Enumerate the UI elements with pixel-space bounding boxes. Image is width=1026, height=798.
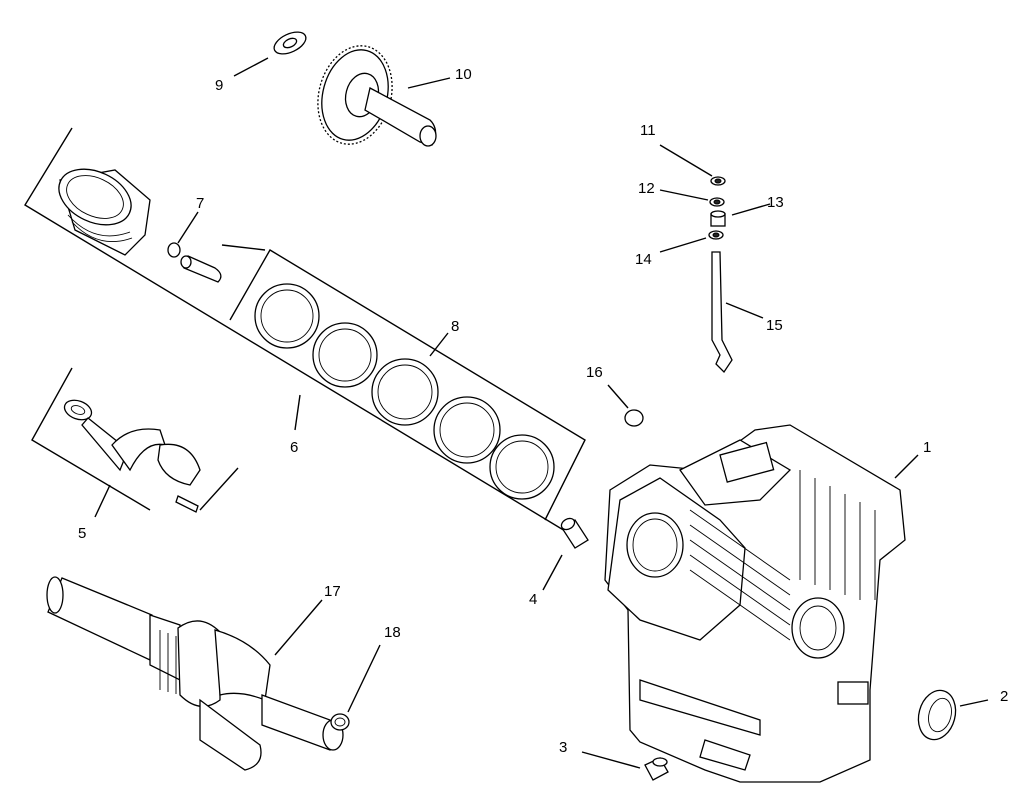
callout-3: 3 [559, 739, 567, 756]
callout-4: 4 [529, 591, 537, 608]
callout-7: 7 [196, 195, 204, 212]
callout-11: 11 [640, 122, 656, 139]
callout-13: 13 [767, 194, 784, 211]
callout-8: 8 [451, 318, 459, 335]
callout-1: 1 [923, 439, 931, 456]
part-15-tube [711, 251, 733, 374]
part-2-oil-seal [917, 689, 957, 741]
part-17-crankshaft [46, 576, 344, 771]
connecting-rod-outline [31, 367, 239, 511]
part-13-bushing [710, 210, 726, 227]
part-1-crankcase [604, 424, 906, 783]
part-14-washer [708, 230, 724, 240]
part-piston [58, 168, 151, 256]
part-10-camshaft [317, 45, 437, 147]
part-3-drain-plug [644, 757, 669, 781]
callout-15: 15 [766, 317, 783, 334]
callout-16: 16 [586, 364, 603, 381]
part-9-washer [273, 31, 307, 55]
part-11-washer [710, 176, 726, 186]
callout-18: 18 [384, 624, 401, 641]
callout-labels: 9 10 7 8 6 5 4 11 12 13 14 15 16 1 2 3 1… [78, 66, 1008, 756]
part-16-plug [624, 409, 644, 427]
part-8-piston-rings [254, 283, 555, 500]
part-5-connecting-rod [63, 399, 201, 513]
callout-9: 9 [215, 77, 223, 94]
callout-6: 6 [290, 439, 298, 456]
part-4-bushing [560, 517, 589, 549]
callout-5: 5 [78, 525, 86, 542]
part-7-piston-pin [167, 242, 222, 283]
callout-17: 17 [324, 583, 341, 600]
part-12-nut [709, 197, 725, 207]
callout-14: 14 [635, 251, 652, 268]
callout-10: 10 [455, 66, 472, 83]
callout-12: 12 [638, 180, 655, 197]
callout-2: 2 [1000, 688, 1008, 705]
part-18-ring [330, 713, 350, 731]
piston-group-outline [24, 127, 586, 541]
leader-lines [94, 57, 989, 769]
